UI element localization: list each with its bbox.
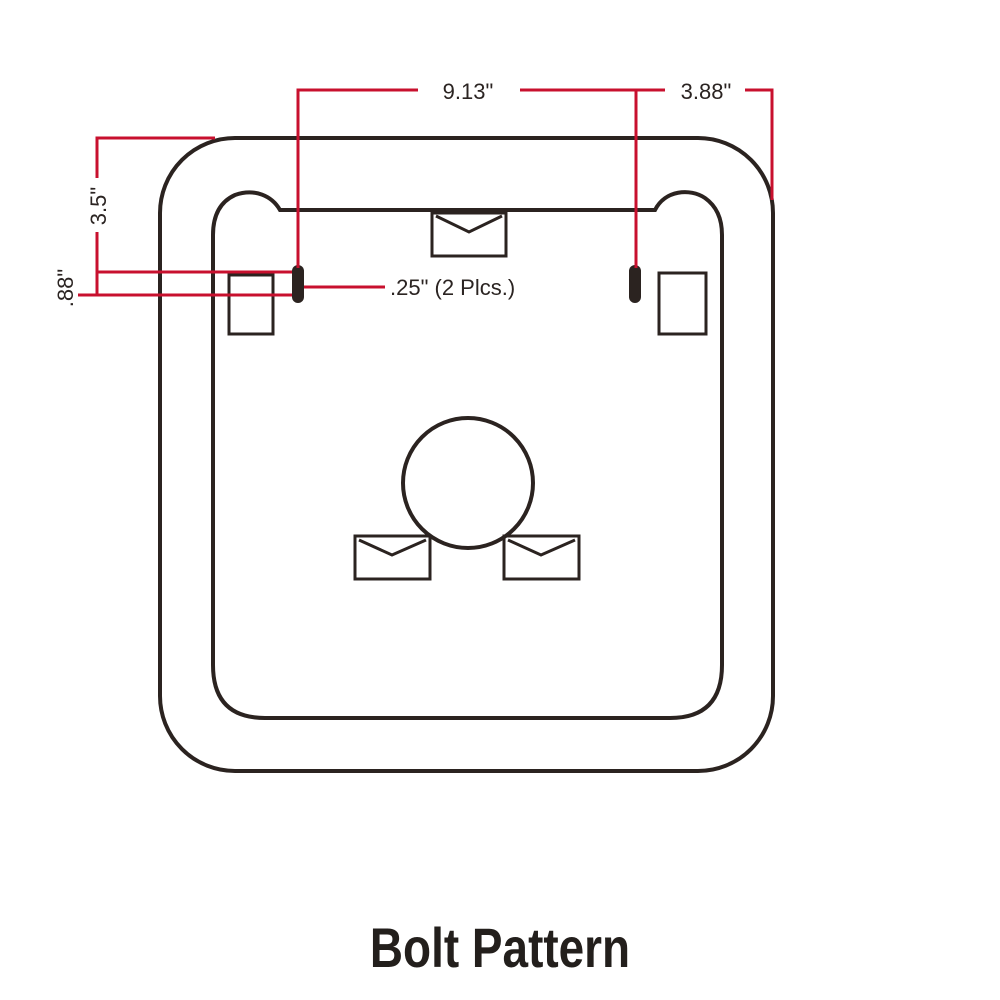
dim-line-9-13-right xyxy=(520,88,638,268)
dim-label-88: .88" xyxy=(53,269,78,307)
right-bolt-slot xyxy=(629,265,641,303)
dim-line-3-5-top xyxy=(95,136,215,178)
dim-label-3-88: 3.88" xyxy=(681,79,732,104)
dim-label-9-13: 9.13" xyxy=(443,79,494,104)
caption-title: Bolt Pattern xyxy=(369,916,631,979)
dim-label-3-5: 3.5" xyxy=(86,187,111,225)
outer-plate-outline xyxy=(158,136,775,773)
dimension-lines xyxy=(78,88,774,297)
dim-line-3-88-right xyxy=(745,88,774,200)
right-mount-rect xyxy=(657,271,708,336)
dim-line-3-5-bottom xyxy=(95,232,292,274)
center-hole xyxy=(401,416,535,550)
bottom-left-envelope-tab xyxy=(353,534,432,581)
inner-recess-outline xyxy=(211,190,724,720)
dim-line-9-13 xyxy=(296,88,418,268)
left-mount-rect xyxy=(227,273,275,336)
dim-label-25: .25" (2 Plcs.) xyxy=(390,275,515,300)
top-envelope-tab xyxy=(430,211,508,258)
left-bolt-slot xyxy=(292,265,304,303)
bottom-right-envelope-tab xyxy=(502,534,581,581)
